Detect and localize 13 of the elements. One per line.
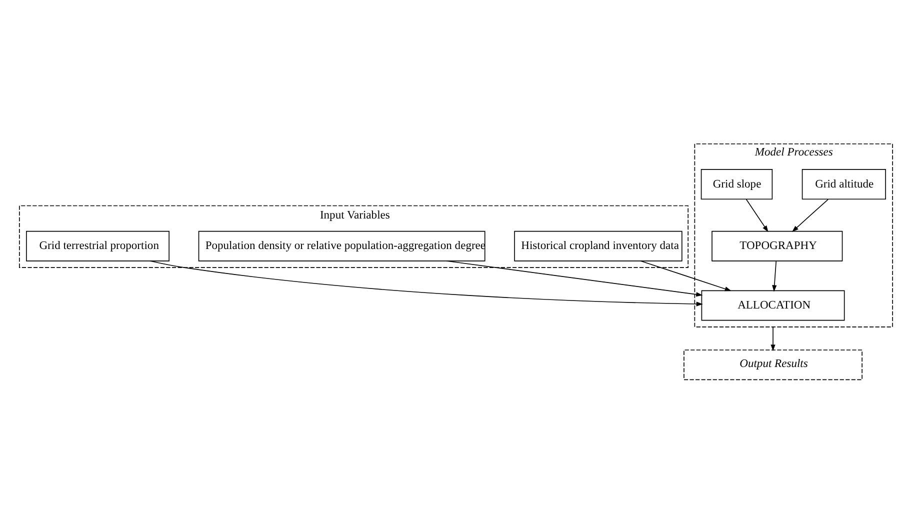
arrow	[770, 326, 776, 351]
arrow	[746, 198, 768, 232]
node-box: Population density or relative population-aggregation degree	[198, 230, 486, 261]
node-box: Grid slope	[700, 168, 773, 200]
arrow	[772, 260, 777, 292]
arrow	[792, 198, 829, 232]
arrow	[446, 260, 703, 296]
node-box: ALLOCATION	[701, 290, 845, 320]
node-box: TOPOGRAPHY	[712, 230, 843, 261]
node-box: Grid altitude	[802, 168, 886, 200]
node-box: Historical cropland inventory data	[514, 230, 682, 261]
node-box: Grid terrestrial proportion	[26, 230, 170, 261]
node-box: Output Results	[684, 349, 862, 380]
